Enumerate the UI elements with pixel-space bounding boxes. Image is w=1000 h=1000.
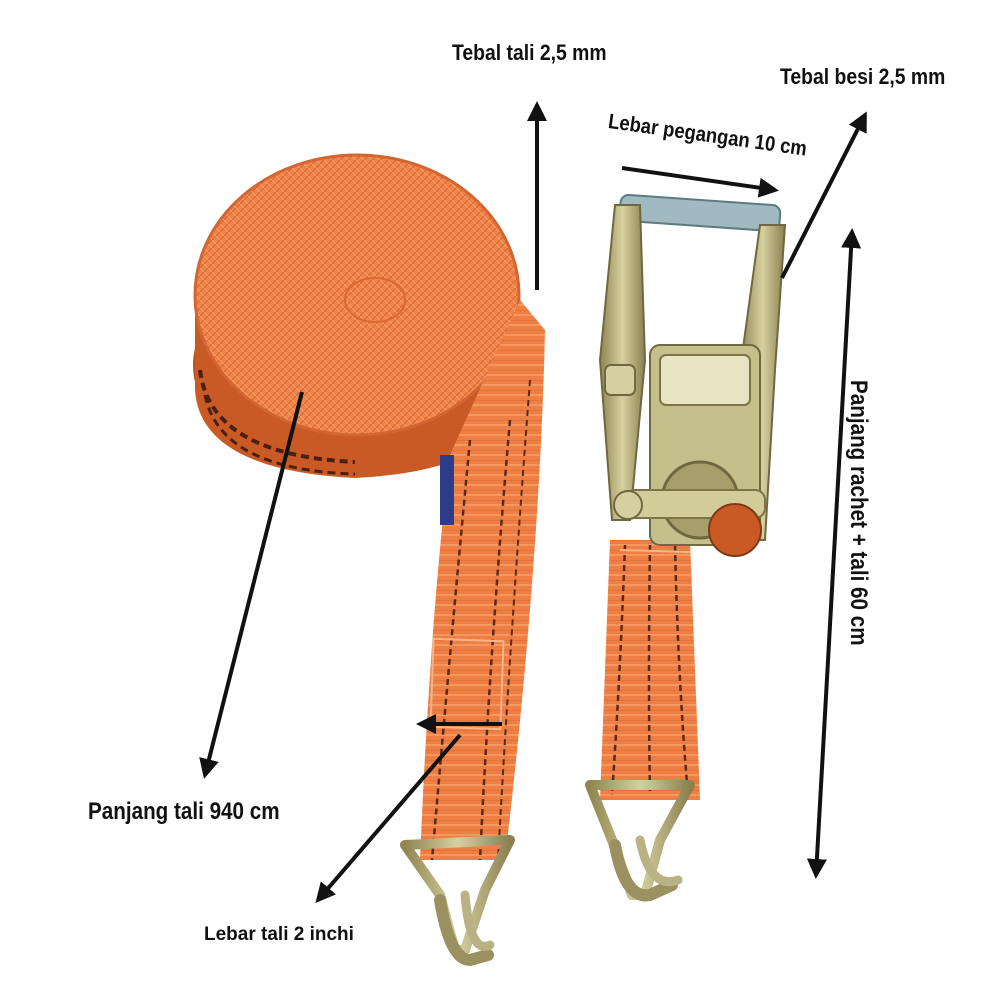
strap-roll (193, 153, 521, 478)
ratchet-mechanism (598, 193, 787, 557)
label-tebal-tali: Tebal tali 2,5 mm (452, 40, 607, 65)
arrow-panjang-rachet (806, 228, 862, 879)
long-strap (420, 300, 545, 861)
label-panjang-rachet: Panjang rachet + tali 60 cm (845, 380, 872, 646)
label-tebal-besi: Tebal besi 2,5 mm (780, 64, 946, 89)
ratchet-strap (600, 540, 700, 800)
label-lebar-tali: Lebar tali 2 inchi (204, 924, 354, 945)
hook-right (585, 780, 695, 902)
annotation-arrows (199, 101, 867, 904)
arrow-panjang-tali (199, 391, 304, 779)
label-panjang-tali: Panjang tali 940 cm (88, 798, 280, 825)
arrow-lebar-pegangan (621, 166, 779, 198)
hook-left (400, 835, 515, 967)
arrow-lebar-tali-diagonal (315, 733, 462, 904)
arrow-tebal-besi (780, 111, 867, 279)
